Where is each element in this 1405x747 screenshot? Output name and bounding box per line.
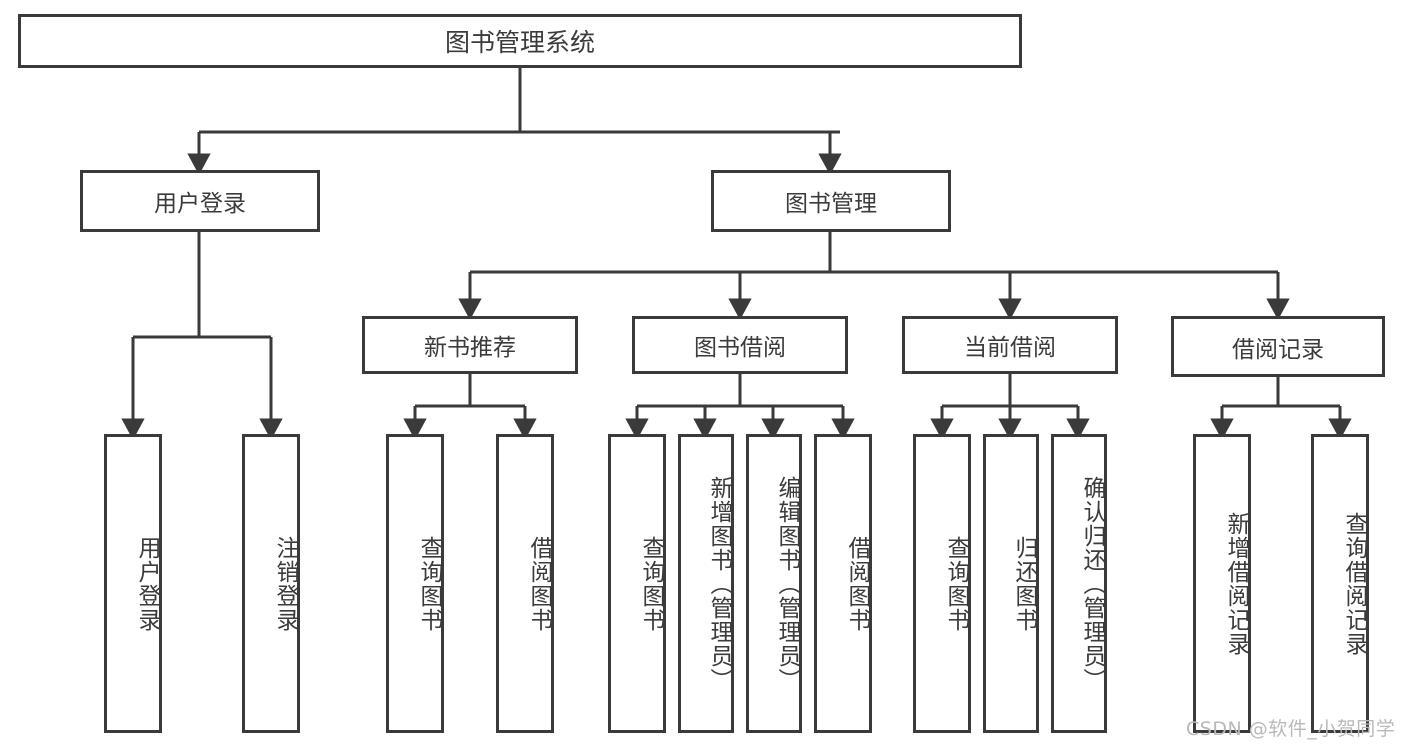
node-label: 新增图书（管理员）: [706, 475, 732, 692]
leaf-new-book-1[interactable]: 查询图书: [386, 434, 444, 733]
node-book-management[interactable]: 图书管理: [711, 170, 951, 232]
node-label: 用户登录: [154, 191, 246, 217]
leaf-user-login-2[interactable]: 注销登录: [242, 434, 300, 733]
node-label: 当前借阅: [964, 335, 1056, 361]
node-label: 借阅图书: [844, 535, 870, 632]
leaf-current-borrow-2[interactable]: 归还图书: [983, 434, 1039, 733]
node-label: 归还图书: [1011, 535, 1037, 632]
node-label: 查询借阅记录: [1341, 511, 1367, 656]
node-label: 借阅图书: [526, 535, 552, 632]
leaf-book-borrow-1[interactable]: 查询图书: [608, 434, 666, 733]
node-root-system[interactable]: 图书管理系统: [18, 14, 1022, 68]
node-label: 图书管理系统: [444, 28, 595, 57]
node-label: 编辑图书（管理员）: [774, 475, 800, 692]
node-label: 新增借阅记录: [1223, 511, 1249, 656]
node-current-borrow[interactable]: 当前借阅: [902, 316, 1118, 374]
node-user-login[interactable]: 用户登录: [80, 170, 320, 232]
leaf-borrow-record-2[interactable]: 查询借阅记录: [1311, 434, 1369, 733]
node-label: 查询图书: [416, 535, 442, 632]
node-new-book-recommend[interactable]: 新书推荐: [362, 316, 578, 374]
node-label: 图书管理: [785, 191, 877, 217]
node-label: 用户登录: [134, 535, 160, 632]
leaf-new-book-2[interactable]: 借阅图书: [496, 434, 554, 733]
node-label: 新书推荐: [424, 335, 516, 361]
leaf-book-borrow-4[interactable]: 借阅图书: [814, 434, 872, 733]
node-book-borrow[interactable]: 图书借阅: [632, 316, 848, 374]
leaf-current-borrow-3[interactable]: 确认归还（管理员）: [1051, 434, 1107, 733]
node-borrow-record[interactable]: 借阅记录: [1171, 316, 1385, 377]
node-label: 图书借阅: [694, 335, 786, 361]
leaf-book-borrow-3[interactable]: 编辑图书（管理员）: [746, 434, 802, 733]
node-label: 确认归还（管理员）: [1079, 475, 1105, 692]
node-label: 注销登录: [272, 535, 298, 632]
csdn-watermark: CSDN @软件_小贺同学: [1186, 718, 1396, 740]
leaf-user-login-1[interactable]: 用户登录: [104, 434, 162, 733]
leaf-current-borrow-1[interactable]: 查询图书: [913, 434, 971, 733]
node-label: 查询图书: [638, 535, 664, 632]
node-label: 查询图书: [943, 535, 969, 632]
leaf-book-borrow-2[interactable]: 新增图书（管理员）: [678, 434, 734, 733]
node-label: 借阅记录: [1232, 336, 1324, 363]
leaf-borrow-record-1[interactable]: 新增借阅记录: [1193, 434, 1251, 733]
